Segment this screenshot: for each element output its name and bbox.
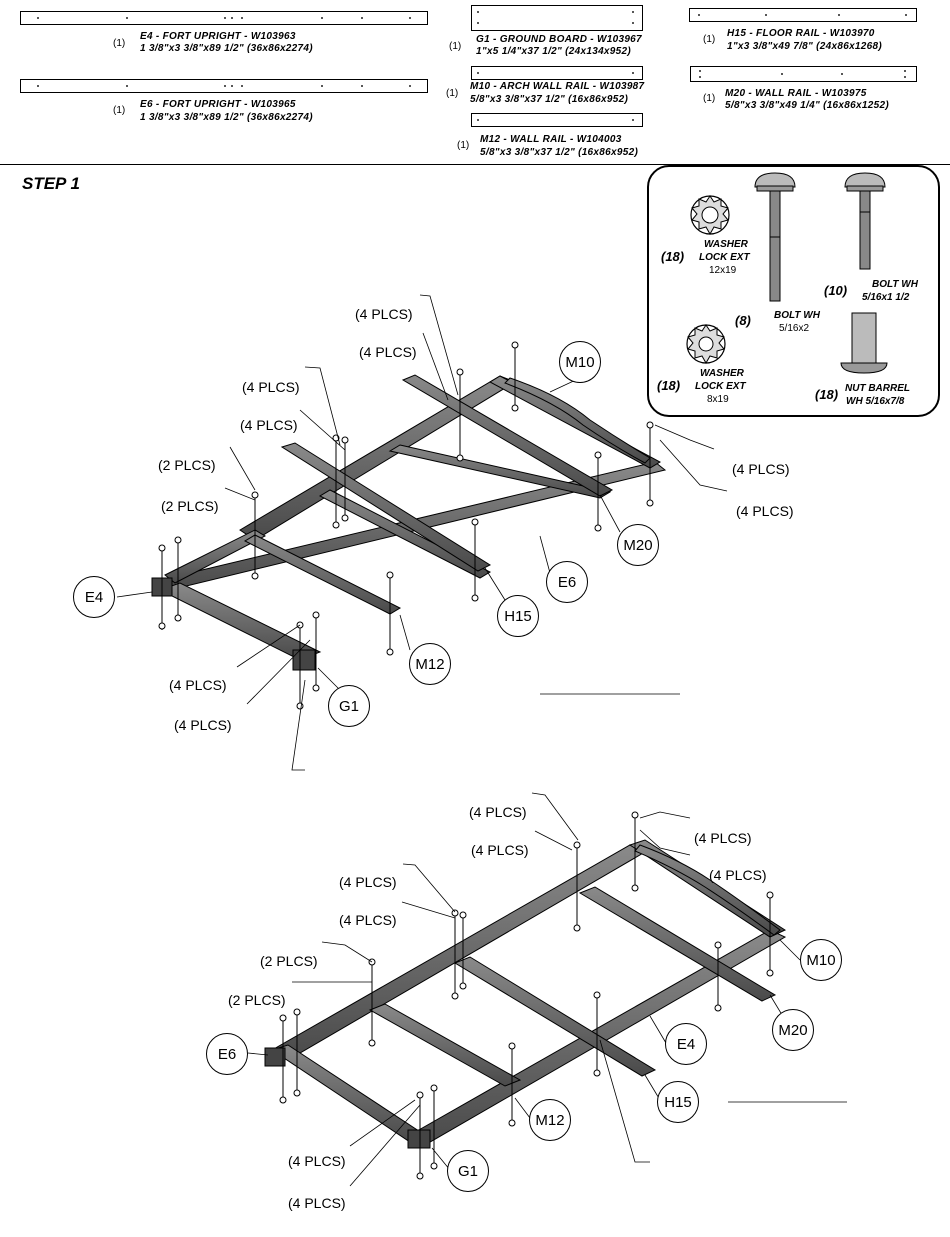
hw-nut-line2: WH 5/16x7/8 (846, 396, 905, 407)
plcs-bottom-1: (4 PLCS) (469, 804, 527, 820)
hw-bolt2-line1: BOLT WH (774, 310, 820, 321)
plcs-top-1: (4 PLCS) (355, 306, 413, 322)
board-h15-drawing (689, 8, 917, 22)
part-m20-dims: 5/8"x3 3/8"x49 1/4" (16x86x1252) (725, 100, 889, 111)
part-h15-name: H15 - FLOOR RAIL - W103970 (727, 28, 875, 39)
plcs-bottom-2: (4 PLCS) (471, 842, 529, 858)
top-frame (151, 374, 667, 671)
callout-top-m20: M20 (617, 524, 659, 566)
hw-nut-qty: (18) (815, 387, 839, 402)
callout-bottom-e4: E4 (665, 1023, 707, 1065)
callout-top-m12: M12 (409, 643, 451, 685)
part-e6-name: E6 - FORT UPRIGHT - W103965 (140, 99, 296, 110)
section-divider (0, 164, 950, 165)
part-e6-dims: 1 3/8"x3 3/8"x89 1/2" (36x86x2274) (140, 112, 313, 123)
hw-nut-line1: NUT BARREL (845, 383, 910, 394)
hw-washer8-line1: WASHER (700, 368, 744, 379)
board-m12-drawing (471, 113, 643, 127)
plcs-bottom-7: (2 PLCS) (260, 953, 318, 969)
bolt-5-16x2-icon (754, 172, 796, 302)
callout-bottom-m10: M10 (800, 939, 842, 981)
hw-washer8-qty: (18) (657, 378, 681, 393)
part-m12-qty: (1) (457, 140, 470, 151)
part-h15-qty: (1) (703, 34, 716, 45)
plcs-top-2: (4 PLCS) (359, 344, 417, 360)
hw-bolt15-line1: BOLT WH (872, 279, 918, 290)
callout-bottom-m12: M12 (529, 1099, 571, 1141)
part-e4-dims: 1 3/8"x3 3/8"x89 1/2" (36x86x2274) (140, 43, 313, 54)
bolt-5-16x1-1-2-icon (844, 172, 886, 270)
step-title: STEP 1 (22, 174, 80, 193)
washer-12x19-icon (690, 195, 730, 236)
hw-washer12-qty: (18) (661, 249, 685, 264)
callout-top-m10: M10 (559, 341, 601, 383)
part-h15-dims: 1"x3 3/8"x49 7/8" (24x86x1268) (727, 41, 883, 52)
plcs-top-8: (4 PLCS) (736, 503, 794, 519)
callout-bottom-g1: G1 (447, 1150, 489, 1192)
plcs-bottom-6: (4 PLCS) (339, 912, 397, 928)
board-g1-drawing (471, 5, 643, 31)
part-m12-name: M12 - WALL RAIL - W104003 (480, 134, 622, 145)
hardware-drawings (686, 172, 888, 374)
hw-bolt15-line2: 5/16x1 1/2 (862, 292, 910, 303)
part-m10-name: M10 - ARCH WALL RAIL - W103987 (470, 81, 645, 92)
part-e4-qty: (1) (113, 38, 126, 49)
hw-washer8-line2: LOCK EXT (695, 381, 746, 392)
callout-top-e4: E4 (73, 576, 115, 618)
part-g1-name: G1 - GROUND BOARD - W103967 (476, 34, 642, 45)
top-leaders (116, 294, 728, 771)
plcs-top-4: (4 PLCS) (240, 417, 298, 433)
plcs-bottom-4: (4 PLCS) (709, 867, 767, 883)
part-e6-qty: (1) (113, 105, 126, 116)
washer-8x19-icon (686, 324, 726, 365)
plcs-top-7: (4 PLCS) (732, 461, 790, 477)
hw-washer12-line2: LOCK EXT (699, 252, 750, 263)
hw-bolt2-qty: (8) (735, 313, 751, 328)
plcs-bottom-8: (2 PLCS) (228, 992, 286, 1008)
plcs-bottom-9: (4 PLCS) (288, 1153, 346, 1169)
part-m10-dims: 5/8"x3 3/8"x37 1/2" (16x86x952) (470, 94, 629, 105)
part-e4-name: E4 - FORT UPRIGHT - W103963 (140, 31, 296, 42)
callout-top-e6: E6 (546, 561, 588, 603)
plcs-bottom-10: (4 PLCS) (288, 1195, 346, 1211)
hw-bolt2-line2: 5/16x2 (779, 323, 810, 334)
plcs-top-6: (2 PLCS) (161, 498, 219, 514)
plcs-bottom-3: (4 PLCS) (694, 830, 752, 846)
part-m12-dims: 5/8"x3 3/8"x37 1/2" (16x86x952) (480, 147, 639, 158)
part-m20-name: M20 - WALL RAIL - W103975 (725, 88, 867, 99)
top-bolts (158, 341, 654, 710)
hw-washer8-line3: 8x19 (707, 394, 729, 405)
board-e6-drawing (20, 79, 428, 93)
hardware-box: (18) WASHER LOCK EXT 12x19 (8) BOLT WH 5… (647, 165, 940, 417)
callout-bottom-h15: H15 (657, 1081, 699, 1123)
callout-bottom-m20: M20 (772, 1009, 814, 1051)
nut-barrel-icon (840, 312, 888, 374)
plcs-top-10: (4 PLCS) (174, 717, 232, 733)
hw-washer12-line1: WASHER (704, 239, 748, 250)
part-g1-qty: (1) (449, 41, 462, 52)
callout-top-g1: G1 (328, 685, 370, 727)
part-m10-qty: (1) (446, 88, 459, 99)
board-m20-drawing (690, 66, 917, 82)
board-m10-drawing (471, 66, 643, 80)
bottom-bolts (279, 811, 774, 1180)
part-g1-dims: 1"x5 1/4"x37 1/2" (24x134x952) (476, 46, 632, 57)
plcs-top-9: (4 PLCS) (169, 677, 227, 693)
hw-bolt15-qty: (10) (824, 283, 848, 298)
callout-bottom-e6: E6 (206, 1033, 248, 1075)
bottom-leaders (247, 792, 847, 1187)
plcs-top-5: (2 PLCS) (158, 457, 216, 473)
plcs-top-3: (4 PLCS) (242, 379, 300, 395)
hw-washer12-line3: 12x19 (709, 265, 737, 276)
part-m20-qty: (1) (703, 93, 716, 104)
board-e4-drawing (20, 11, 428, 25)
callout-top-h15: H15 (497, 595, 539, 637)
plcs-bottom-5: (4 PLCS) (339, 874, 397, 890)
